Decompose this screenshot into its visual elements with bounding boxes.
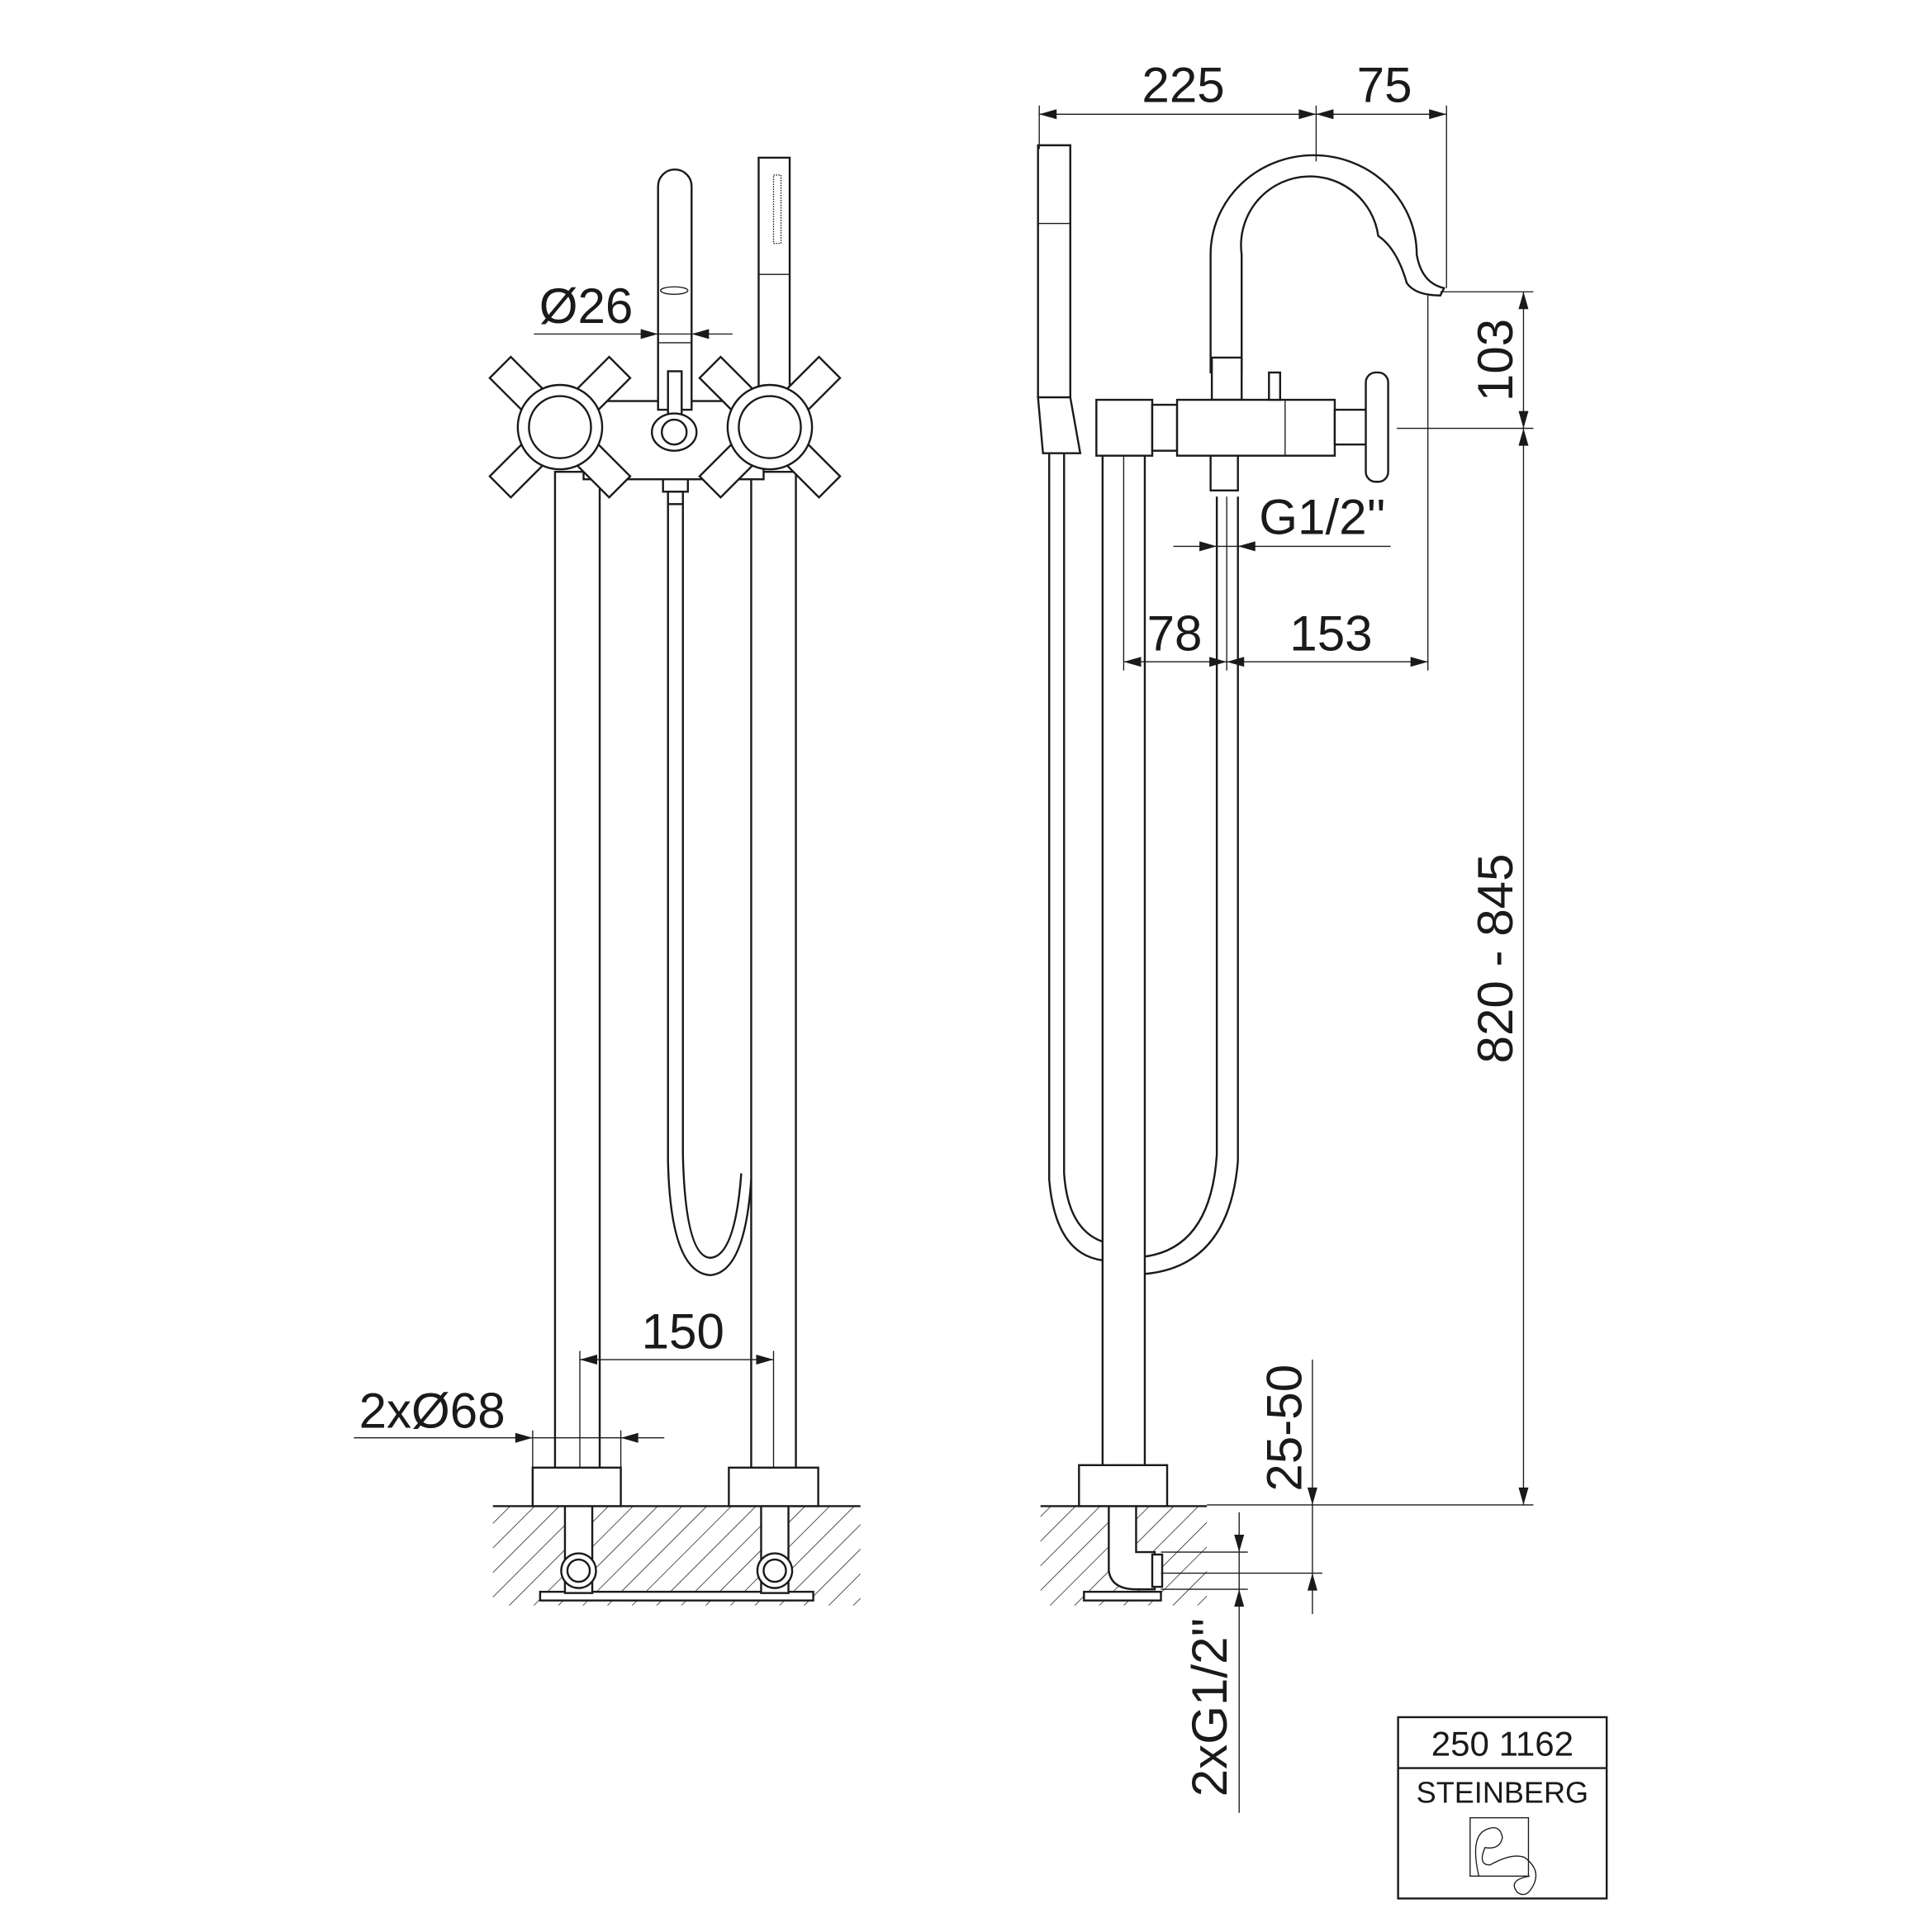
hand-shower-holder <box>757 156 791 402</box>
spout <box>1209 154 1446 374</box>
dim-spout-projection: 75 <box>1357 57 1412 112</box>
hose-side-right <box>1144 496 1239 1275</box>
floor-hatch-front <box>492 1506 861 1606</box>
dim-pipe-diameter: 2xØ68 <box>359 1384 506 1439</box>
base-right <box>728 1466 819 1507</box>
dim-reach-total: 225 <box>1142 57 1224 112</box>
pipe-right <box>750 471 797 1469</box>
cross-handle-right <box>698 355 842 499</box>
article-number: 250 1162 <box>1431 1725 1574 1763</box>
brand-logo <box>1469 1817 1537 1896</box>
dim-pipe-spacing: 150 <box>642 1303 724 1359</box>
front-view: Ø26 150 2xØ68 <box>354 156 861 1606</box>
side-view: 225 75 103 820 - 845 G1/2'' 78 153 25-50 <box>1037 57 1534 1813</box>
dim-hose-connection: G1/2'' <box>1259 489 1385 544</box>
title-block: 250 1162 STEINBERG <box>1397 1716 1608 1900</box>
dim-hand-shower-diameter: Ø26 <box>539 278 634 334</box>
mounting-plate <box>539 1590 814 1602</box>
mixer-body-side <box>1175 398 1336 457</box>
hose-front <box>667 496 752 1277</box>
hand-shower-side <box>1037 144 1071 399</box>
dim-floor-adjustment: 25-50 <box>1256 1365 1312 1492</box>
pipe-left <box>553 471 601 1469</box>
brand-name: STEINBERG <box>1417 1776 1588 1810</box>
dim-hose-to-outlet: 153 <box>1289 606 1372 662</box>
cross-handle-side <box>1365 371 1389 483</box>
dim-spout-height: 103 <box>1468 319 1523 401</box>
base-left <box>531 1466 622 1507</box>
dim-overall-height: 820 - 845 <box>1468 853 1523 1063</box>
hose-side-left <box>1048 453 1104 1261</box>
dim-pipe-to-hose: 78 <box>1147 606 1203 662</box>
dim-supply-connections: 2xG1/2'' <box>1182 1618 1237 1797</box>
cross-handle-left <box>488 355 632 499</box>
base-side <box>1078 1464 1169 1507</box>
hand-shower-front <box>657 169 693 411</box>
